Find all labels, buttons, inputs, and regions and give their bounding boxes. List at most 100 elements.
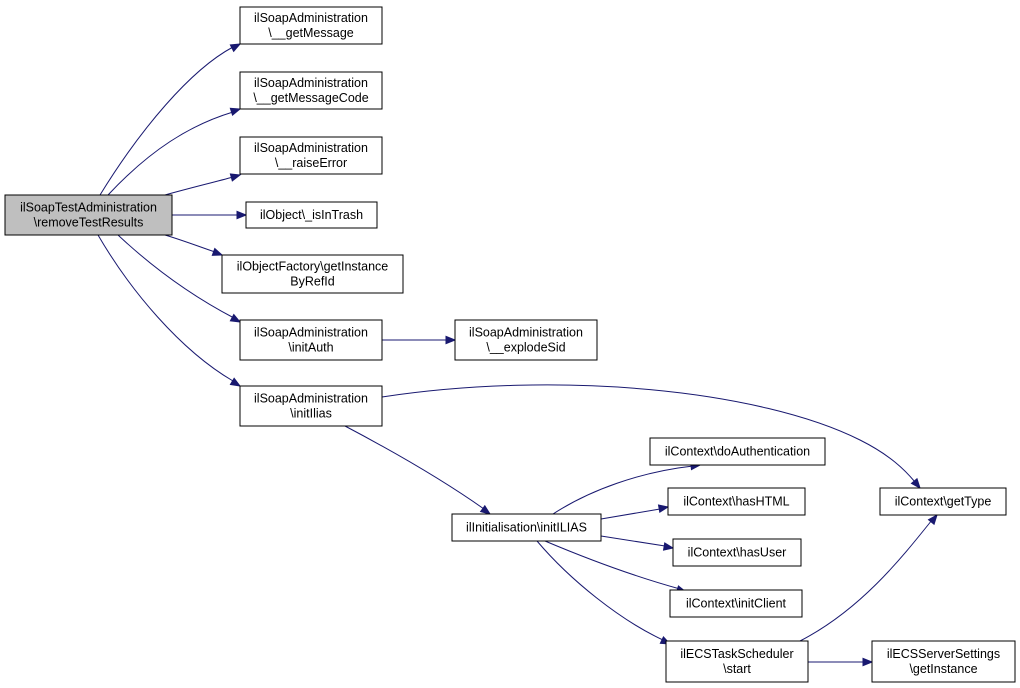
node-label-line: ilECSServerSettings: [887, 647, 1000, 661]
node-label-line: \__getMessageCode: [253, 91, 368, 105]
edge-line: [799, 519, 933, 642]
node-box: [239, 136, 383, 175]
node-box: [239, 385, 383, 427]
node-getcode[interactable]: ilSoapAdministration\__getMessageCode: [239, 71, 383, 110]
node-label-line: ilSoapTestAdministration: [20, 201, 157, 215]
node-initauth[interactable]: ilSoapAdministration\initAuth: [239, 319, 383, 361]
node-label-line: ilContext\hasUser: [688, 546, 787, 560]
node-box: [451, 513, 602, 542]
edge-init-to-hashtml: [600, 504, 670, 520]
node-label-line: \getInstance: [909, 662, 977, 676]
node-box: [649, 437, 826, 466]
edge-line: [164, 176, 234, 196]
edge-remove-to-trash: [172, 210, 248, 220]
node-label-line: ilContext\initClient: [686, 597, 787, 611]
node-gettype[interactable]: ilContext\getType: [879, 487, 1007, 516]
arrowhead-icon: [229, 377, 242, 387]
node-box: [667, 487, 806, 516]
node-remove[interactable]: ilSoapTestAdministration\removeTestResul…: [4, 194, 173, 236]
edge-line-end: [663, 545, 666, 547]
edge-remove-to-getmsg: [99, 43, 242, 196]
edge-ecsstart-to-ecsget: [808, 657, 874, 667]
nodes-layer: ilSoapTestAdministration\removeTestResul…: [4, 6, 1016, 683]
arrowhead-icon: [910, 477, 921, 490]
edge-initilias-to-gettype: [381, 384, 921, 490]
node-box: [245, 201, 378, 229]
node-doauth[interactable]: ilContext\doAuthentication: [649, 437, 826, 466]
node-hashtml[interactable]: ilContext\hasHTML: [667, 487, 806, 516]
node-label-line: ilSoapAdministration: [469, 326, 583, 340]
node-label-line: ilContext\getType: [895, 495, 992, 509]
arrowhead-icon: [229, 173, 242, 182]
edge-line: [600, 535, 666, 547]
node-label-line: ilObject\_isInTrash: [260, 208, 363, 222]
arrowhead-icon: [445, 335, 457, 345]
node-box: [239, 6, 383, 45]
edge-line: [107, 111, 234, 196]
node-explode[interactable]: ilSoapAdministration\__explodeSid: [454, 319, 598, 361]
node-label-line: ilInitialisation\initILIAS: [466, 521, 587, 535]
arrowhead-icon: [229, 313, 242, 323]
node-label-line: ilSoapAdministration: [254, 392, 368, 406]
node-raise[interactable]: ilSoapAdministration\__raiseError: [239, 136, 383, 175]
edge-line: [381, 384, 916, 483]
edge-line: [99, 46, 234, 196]
node-ecsget[interactable]: ilECSServerSettings\getInstance: [871, 640, 1016, 683]
edge-init-to-ecsstart: [536, 540, 672, 645]
node-label-line: \removeTestResults: [34, 216, 144, 230]
arrowhead-icon: [862, 657, 874, 667]
node-init[interactable]: ilInitialisation\initILIAS: [451, 513, 602, 542]
node-label-line: \initAuth: [288, 341, 333, 355]
node-hasuser[interactable]: ilContext\hasUser: [672, 538, 802, 567]
node-label-line: ilObjectFactory\getInstance: [237, 260, 389, 274]
node-label-line: ilSoapAdministration: [254, 76, 368, 90]
node-getmsg[interactable]: ilSoapAdministration\__getMessage: [239, 6, 383, 45]
node-label-line: \__explodeSid: [486, 341, 565, 355]
edge-line-end: [231, 46, 234, 49]
edge-ecsstart-to-gettype: [799, 513, 938, 642]
node-ecsstart[interactable]: ilECSTaskScheduler\start: [665, 640, 809, 683]
node-label-line: ilSoapAdministration: [254, 141, 368, 155]
node-label-line: \start: [723, 662, 751, 676]
edge-initilias-to-init: [344, 425, 492, 515]
node-box: [879, 487, 1007, 516]
node-box: [239, 71, 383, 110]
node-box: [871, 640, 1016, 683]
node-label-line: \__raiseError: [275, 156, 347, 170]
edge-line: [552, 465, 694, 515]
edge-line: [536, 540, 664, 641]
node-box: [239, 319, 383, 361]
node-label-line: \initIlias: [290, 407, 332, 421]
edge-line-end: [930, 519, 933, 523]
node-box: [665, 640, 809, 683]
edge-remove-to-raise: [164, 173, 242, 196]
edge-init-to-hasuser: [600, 535, 675, 551]
node-box: [454, 319, 598, 361]
edge-line: [164, 234, 216, 253]
node-label-line: ilSoapAdministration: [254, 11, 368, 25]
node-box: [4, 194, 173, 236]
node-label-line: \__getMessage: [268, 26, 354, 40]
node-label-line: ilContext\hasHTML: [683, 495, 789, 509]
edge-line: [544, 540, 681, 590]
edge-line: [117, 234, 235, 319]
node-trash[interactable]: ilObject\_isInTrash: [245, 201, 378, 229]
edge-remove-to-initilias: [97, 234, 242, 387]
node-box: [669, 589, 803, 618]
node-initcl[interactable]: ilContext\initClient: [669, 589, 803, 618]
edge-line: [97, 234, 234, 382]
node-initilias[interactable]: ilSoapAdministration\initIlias: [239, 385, 383, 427]
node-box: [672, 538, 802, 567]
edge-line: [344, 425, 485, 510]
edge-line: [600, 508, 661, 520]
edge-remove-to-initauth: [117, 234, 242, 323]
node-label-line: ilSoapAdministration: [254, 326, 368, 340]
arrowhead-icon: [236, 210, 248, 220]
edge-initauth-to-explode: [382, 335, 457, 345]
node-label-line: ilECSTaskScheduler: [680, 647, 793, 661]
node-label-line: ByRefId: [290, 275, 335, 289]
edge-remove-to-getcode: [107, 107, 242, 196]
node-box: [221, 254, 404, 294]
